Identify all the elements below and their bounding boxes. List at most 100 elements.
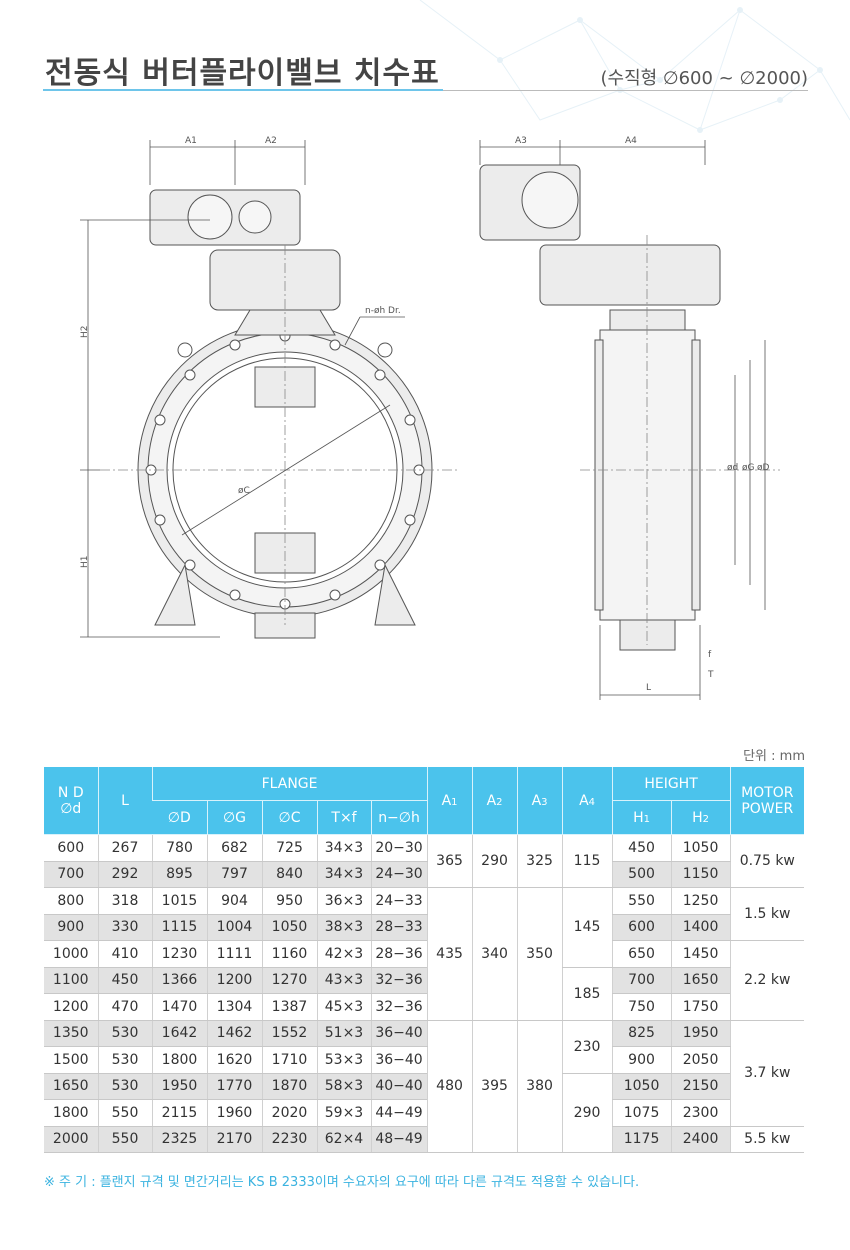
table-cell: 1770 — [206, 1073, 262, 1100]
table-cell: 1552 — [261, 1020, 317, 1047]
table-cell: 600 — [44, 834, 98, 862]
dim-label-a3: A3 — [515, 136, 527, 146]
table-cell: 1650 — [44, 1073, 98, 1100]
table-cell: 1950 — [151, 1073, 207, 1100]
table-cell: 24−30 — [370, 861, 428, 888]
table-cell: 682 — [206, 834, 262, 862]
table-cell: 900 — [611, 1046, 672, 1074]
table-cell: 1175 — [611, 1126, 672, 1153]
table-cell: 318 — [97, 887, 152, 915]
table-cell: 2020 — [261, 1099, 317, 1127]
page-subtitle: (수직형 ∅600 ~ ∅2000) — [600, 68, 809, 89]
table-cell: 44−49 — [370, 1099, 428, 1127]
table-cell: 1270 — [261, 967, 317, 994]
table-cell: 1350 — [44, 1020, 98, 1047]
table-cell: 5.5 kw — [729, 1126, 805, 1153]
table-cell: 1250 — [670, 887, 731, 915]
table-cell: 51×3 — [316, 1020, 371, 1047]
table-cell: 292 — [97, 861, 152, 888]
table-cell: 53×3 — [316, 1046, 371, 1074]
dim-label-a4: A4 — [625, 136, 637, 146]
table-cell: 2400 — [670, 1126, 731, 1153]
header-a2: A2 — [471, 767, 518, 835]
table-cell: 2150 — [670, 1073, 731, 1100]
table-cell: 38×3 — [316, 914, 371, 941]
table-cell: 900 — [44, 914, 98, 941]
table-cell: 59×3 — [316, 1099, 371, 1127]
table-cell: 2000 — [44, 1126, 98, 1153]
table-cell: 28−33 — [370, 914, 428, 941]
table-cell: 530 — [97, 1020, 152, 1047]
table-cell: 1642 — [151, 1020, 207, 1047]
table-cell: 32−36 — [370, 967, 428, 994]
table-cell: 1462 — [206, 1020, 262, 1047]
table-cell: 450 — [611, 834, 672, 862]
table-cell: 2230 — [261, 1126, 317, 1153]
table-cell: 3.7 kw — [729, 1020, 805, 1127]
table-cell: 0.75 kw — [729, 834, 805, 888]
table-cell: 904 — [206, 887, 262, 915]
table-cell: 1000 — [44, 940, 98, 968]
header-h1: H1 — [611, 800, 672, 835]
dim-label-d: ød — [727, 463, 738, 473]
table-cell: 1470 — [151, 993, 207, 1021]
table-cell: 1620 — [206, 1046, 262, 1074]
dim-label-bolt: n-øh Dr. — [365, 306, 401, 316]
table-cell: 1111 — [206, 940, 262, 968]
table-cell: 550 — [611, 887, 672, 915]
dim-label-f: f — [708, 650, 712, 660]
dim-label-h2: H2 — [80, 326, 90, 339]
table-cell: 45×3 — [316, 993, 371, 1021]
dim-label-a2: A2 — [265, 136, 277, 146]
title-divider-accent — [43, 89, 443, 91]
table-cell: 750 — [611, 993, 672, 1021]
table-cell: 1800 — [151, 1046, 207, 1074]
table-cell: 1100 — [44, 967, 98, 994]
table-cell: 1387 — [261, 993, 317, 1021]
header-a3: A3 — [516, 767, 563, 835]
table-cell: 28−36 — [370, 940, 428, 968]
table-cell: 43×3 — [316, 967, 371, 994]
table-cell: 2115 — [151, 1099, 207, 1127]
table-cell: 780 — [151, 834, 207, 862]
dim-label-a1: A1 — [185, 136, 197, 146]
table-cell: 1015 — [151, 887, 207, 915]
table-cell: 470 — [97, 993, 152, 1021]
header-og: ∅G — [206, 800, 262, 835]
table-cell: 34×3 — [316, 834, 371, 862]
table-cell: 290 — [471, 834, 518, 888]
table-cell: 34×3 — [316, 861, 371, 888]
table-cell: 1150 — [670, 861, 731, 888]
table-cell: 480 — [426, 1020, 473, 1153]
table-cell: 1366 — [151, 967, 207, 994]
table-cell: 20−30 — [370, 834, 428, 862]
table-cell: 330 — [97, 914, 152, 941]
table-cell: 1230 — [151, 940, 207, 968]
table-cell: 530 — [97, 1046, 152, 1074]
table-cell: 1450 — [670, 940, 731, 968]
table-cell: 1960 — [206, 1099, 262, 1127]
header-flange: FLANGE — [151, 767, 428, 801]
table-cell: 1050 — [611, 1073, 672, 1100]
table-cell: 1050 — [670, 834, 731, 862]
table-cell: 410 — [97, 940, 152, 968]
table-cell: 700 — [44, 861, 98, 888]
unit-label: 단위 : mm — [743, 749, 805, 764]
table-cell: 267 — [97, 834, 152, 862]
table-cell: 550 — [97, 1099, 152, 1127]
page-title: 전동식 버터플라이밸브 치수표 — [45, 56, 440, 91]
table-cell: 350 — [516, 887, 563, 1021]
table-cell: 2.2 kw — [729, 940, 805, 1021]
header-txf: T×f — [316, 800, 371, 835]
table-cell: 500 — [611, 861, 672, 888]
header-od: ∅D — [152, 800, 207, 835]
